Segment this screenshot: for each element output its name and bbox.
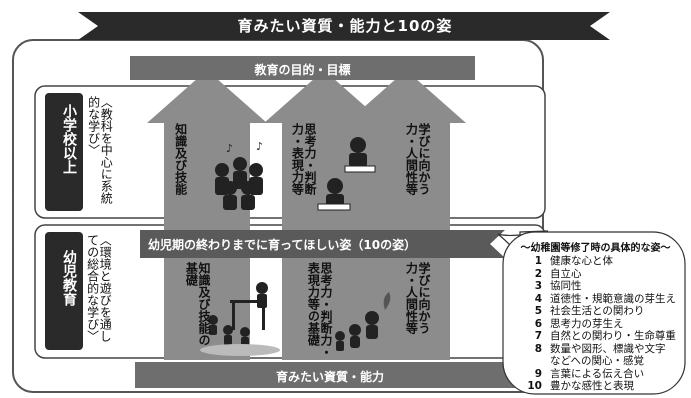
svg-text:♪: ♪ xyxy=(256,140,263,153)
banner-ribbon xyxy=(78,12,610,40)
arrow-label-motivation-early: 学びに向かう力・人間性等 xyxy=(404,262,431,334)
bottom-bar-shape xyxy=(135,362,525,388)
children-gardening-illustration xyxy=(335,292,391,351)
early-subtitle: 〈環境と遊びを通しての総合的な学び〉 xyxy=(85,234,113,342)
arrow-label-knowledge-early: 知識及び技能の基礎 xyxy=(184,262,211,346)
early-band-label: 幼児期の終わりまでに育ってほしい姿（10の姿） xyxy=(148,238,417,252)
bottom-bar-label: 育みたい資質・能力 xyxy=(275,370,384,384)
arrow-knowledge xyxy=(147,70,267,360)
playground-illustration xyxy=(200,282,280,356)
arrow-label-knowledge-elementary: 知識及び技能 xyxy=(173,123,188,195)
early-side-box xyxy=(45,232,83,350)
student-writing-illustration xyxy=(317,137,376,211)
early-band-shape xyxy=(140,230,505,258)
arrow-motivation xyxy=(346,70,466,360)
callout-item: などへの関心・感覚 xyxy=(550,355,644,367)
arrow-label-thinking-elementary: 思考力・判断力・表現力等 xyxy=(290,123,317,195)
elementary-side-box xyxy=(45,93,83,211)
elementary-subtitle: 〈教科を中心に系統的な学び〉 xyxy=(86,96,114,204)
children-singing-illustration: ♪ ♪ xyxy=(215,140,263,210)
goal-bar-shape xyxy=(130,56,475,80)
arrow-label-motivation-elementary: 学びに向かう力・人間性等 xyxy=(404,123,431,195)
arrow-label-thinking-early: 思考力・判断力・表現力等の基礎 xyxy=(306,262,333,358)
elementary-side-label: 小学校以上 xyxy=(61,104,77,174)
callout-title: 〜幼稚園等修了時の具体的な姿〜 xyxy=(520,243,671,254)
banner-title: 育みたい資質・能力と10の姿 xyxy=(237,17,453,35)
goal-bar-label: 教育の目的・目標 xyxy=(254,63,351,77)
early-side-label: 幼児教育 xyxy=(61,250,77,306)
svg-text:♪: ♪ xyxy=(226,142,233,155)
callout-box xyxy=(502,231,686,395)
